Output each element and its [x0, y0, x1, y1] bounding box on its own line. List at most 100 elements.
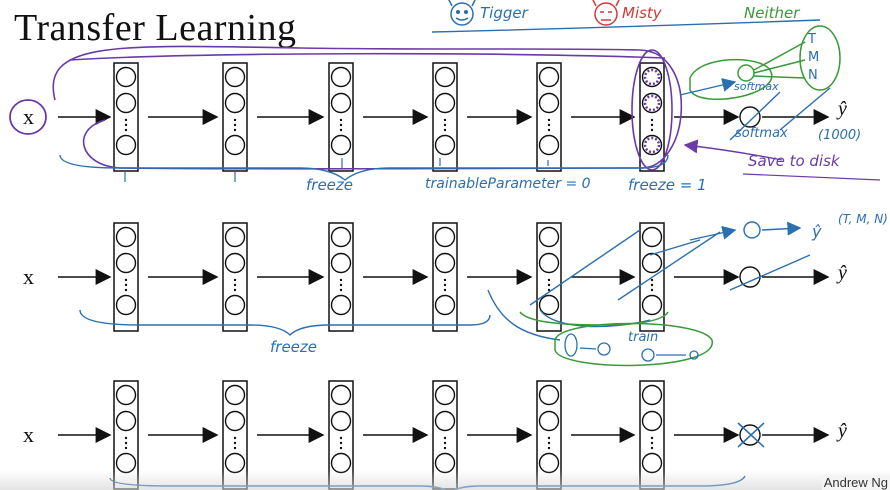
- ellipsis-dot: [233, 441, 237, 445]
- neuron: [330, 92, 352, 114]
- row1-purple-loop: [52, 45, 683, 170]
- ellipsis-dot: [547, 288, 551, 292]
- row2-cross-2: [617, 231, 721, 301]
- neuron: [434, 92, 456, 114]
- ellipsis-dot: [339, 288, 343, 292]
- neuron: [115, 226, 137, 248]
- row2-cross-3: [649, 239, 701, 256]
- ellipsis-dot: [443, 441, 447, 445]
- ellipsis-dot: [339, 441, 343, 445]
- neuron: [641, 226, 663, 248]
- row2-tmn-label: (T, M, N): [838, 212, 888, 226]
- row3-input-x: x: [23, 422, 34, 447]
- ellipsis-dot: [124, 123, 128, 127]
- new-softmax-node: [737, 64, 755, 82]
- neuron: [115, 92, 137, 114]
- save-to-disk-arrow: [683, 139, 783, 161]
- neuron: [434, 252, 456, 274]
- ellipsis-dot: [650, 278, 654, 282]
- row2-yhat-hand: ŷ: [812, 222, 822, 241]
- ellipsis-dot: [233, 283, 237, 287]
- ellipsis-dot: [547, 283, 551, 287]
- neuron: [224, 134, 246, 156]
- ellipsis-dot: [547, 123, 551, 127]
- neuron: [330, 66, 352, 88]
- neuron: [538, 252, 560, 274]
- legend-neither-label: Neither: [744, 4, 800, 22]
- row2-new-node: [743, 221, 761, 239]
- ellipsis-dot: [339, 118, 343, 122]
- neuron: [330, 384, 352, 406]
- ellipsis-dot: [233, 118, 237, 122]
- save-underline: [742, 173, 881, 181]
- ellipsis-dot: [650, 441, 654, 445]
- neuron: [538, 66, 560, 88]
- row2-cross-1: [529, 229, 641, 306]
- row2-cross-output: [729, 254, 811, 291]
- ellipsis-dot: [124, 283, 128, 287]
- row1-n-label: N: [808, 68, 818, 83]
- row1-freeze-label: freeze: [306, 176, 354, 194]
- neuron: [115, 384, 137, 406]
- neuron: [115, 410, 137, 432]
- blue-arrow-to-softmax: [679, 78, 737, 96]
- neuron: [224, 92, 246, 114]
- row2-curve: [487, 289, 561, 341]
- neuron: [538, 226, 560, 248]
- ellipsis-dot: [443, 278, 447, 282]
- neuron: [641, 384, 663, 406]
- row2-output-yhat: ŷ: [838, 262, 847, 284]
- row1-brace: [59, 154, 669, 181]
- ellipsis-dot: [124, 288, 128, 292]
- row1-softmax-label: softmax: [735, 126, 788, 141]
- neuron: [224, 410, 246, 432]
- row2-train-node-1: [564, 333, 578, 357]
- hatched-neuron: [643, 94, 661, 112]
- ellipsis-dot: [443, 118, 447, 122]
- ellipsis-dot: [233, 446, 237, 450]
- neuron: [330, 294, 352, 316]
- neuron: [115, 66, 137, 88]
- ellipsis-dot: [124, 446, 128, 450]
- ellipsis-dot: [233, 278, 237, 282]
- row2-brace: [79, 309, 491, 336]
- neuron: [538, 92, 560, 114]
- row3-cross-b: [737, 422, 765, 448]
- ellipsis-dot: [650, 123, 654, 127]
- ellipsis-dot: [547, 446, 551, 450]
- ellipsis-dot: [443, 123, 447, 127]
- ellipsis-dot: [650, 446, 654, 450]
- neuron: [224, 226, 246, 248]
- green-softmax-loop: [689, 58, 773, 101]
- legend-tigger-label: Tigger: [480, 4, 528, 22]
- neuron: [641, 294, 663, 316]
- row2-freeze-label: freeze: [270, 338, 318, 356]
- ellipsis-dot: [339, 446, 343, 450]
- row3-output-yhat: ŷ: [838, 420, 847, 442]
- ellipsis-dot: [124, 441, 128, 445]
- page-title: Transfer Learning: [14, 7, 297, 49]
- ellipsis-dot: [233, 128, 237, 132]
- neuron: [434, 226, 456, 248]
- ellipsis-dot: [233, 288, 237, 292]
- softmax-node: [739, 106, 761, 128]
- ellipsis-dot: [650, 288, 654, 292]
- neuron: [115, 252, 137, 274]
- credit-label: Andrew Ng: [821, 475, 890, 490]
- ellipsis-dot: [547, 278, 551, 282]
- row1-trainable-label: trainableParameter = 0: [425, 176, 591, 192]
- ellipsis-dot: [443, 288, 447, 292]
- neuron: [538, 134, 560, 156]
- crossout-softmax-2: [779, 87, 831, 131]
- ellipsis-dot: [650, 128, 654, 132]
- row1-t-label: T: [808, 32, 816, 47]
- ellipsis-dot: [339, 283, 343, 287]
- neuron: [224, 294, 246, 316]
- ellipsis-dot: [233, 436, 237, 440]
- crossout-softmax-1: [729, 91, 781, 141]
- row1-output-yhat: ŷ: [838, 98, 847, 120]
- row2-train-label: train: [628, 330, 659, 345]
- ellipsis-dot: [547, 441, 551, 445]
- row1-thousand-label: (1000): [818, 128, 862, 143]
- ellipsis-dot: [547, 436, 551, 440]
